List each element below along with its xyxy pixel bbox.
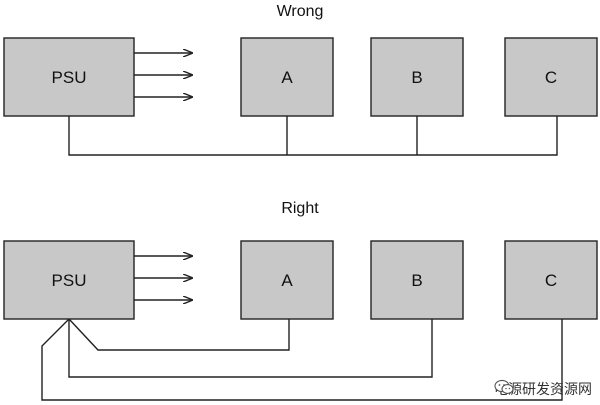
- right-title: Right: [281, 200, 319, 217]
- wrong-box-a: A: [240, 37, 334, 117]
- wrong-psu-label: PSU: [52, 68, 87, 87]
- wrong-output-arrows: [134, 53, 192, 97]
- wrong-box-c: C: [504, 37, 598, 117]
- right-output-arrows: [134, 256, 192, 300]
- wrong-title: Wrong: [277, 3, 324, 20]
- wrong-box-b-label: B: [411, 68, 422, 87]
- watermark-text: 电源研发资源网: [494, 382, 592, 398]
- wrong-psu-box: PSU: [3, 37, 135, 117]
- watermark: 电源研发资源网: [494, 379, 592, 399]
- wrong-box-c-label: C: [545, 68, 557, 87]
- right-box-c: C: [504, 240, 598, 320]
- right-box-a: A: [240, 240, 334, 320]
- wrong-box-b: B: [370, 37, 464, 117]
- right-box-a-label: A: [281, 271, 293, 290]
- wrong-shared-ground-bus: [68, 116, 558, 156]
- right-box-c-label: C: [545, 271, 557, 290]
- right-ground-return-a: [68, 318, 290, 351]
- right-box-b-label: B: [411, 271, 422, 290]
- wechat-icon: [494, 379, 514, 394]
- wrong-box-a-label: A: [281, 68, 293, 87]
- right-psu-box: PSU: [3, 240, 135, 320]
- right-box-b: B: [370, 240, 464, 320]
- right-ground-return-b: [68, 319, 433, 378]
- right-psu-label: PSU: [52, 271, 87, 290]
- right-ground-return-c: [41, 318, 563, 401]
